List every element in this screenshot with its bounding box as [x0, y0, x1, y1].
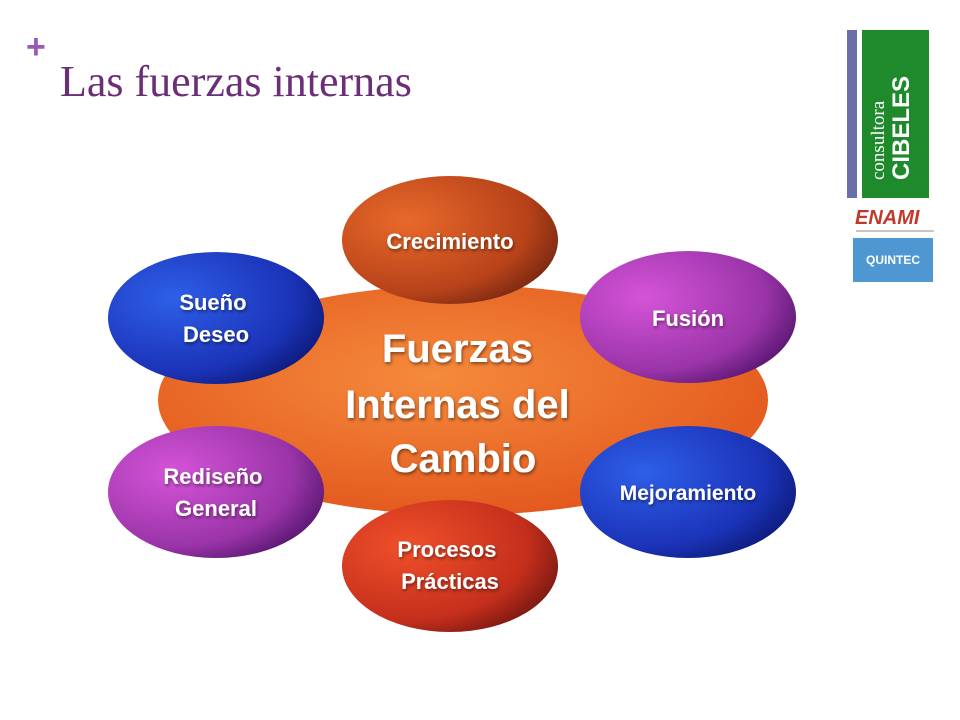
- node-rediseno: [108, 426, 324, 558]
- center-line-3: Cambio: [390, 437, 537, 481]
- node-procesos-line-1: Procesos: [397, 537, 496, 562]
- enami-logo: ENAMI: [852, 205, 936, 235]
- node-rediseno-line-2: General: [175, 496, 257, 521]
- cibeles-logo: consultora CIBELES: [847, 30, 929, 198]
- node-procesos-line-2: Prácticas: [401, 569, 499, 594]
- node-sueno-label: Sueño Deseo: [179, 290, 252, 347]
- plus-icon: +: [26, 28, 46, 66]
- node-procesos-label: Procesos Prácticas: [397, 537, 502, 594]
- node-fusion: [580, 251, 796, 383]
- center-line-2: Internas del: [345, 383, 570, 427]
- enami-logo-text: ENAMI: [855, 207, 920, 229]
- node-mejoramiento: [580, 426, 796, 558]
- enami-logo-line: [856, 230, 934, 232]
- quintec-logo: QUINTEC: [853, 238, 933, 282]
- page-title: Las fuerzas internas: [60, 57, 412, 106]
- node-crecimiento: [342, 176, 558, 304]
- node-rediseno-label: Rediseño General: [163, 464, 268, 521]
- node-procesos: [342, 500, 558, 632]
- node-rediseno-line-1: Rediseño: [163, 464, 262, 489]
- node-sueno-line-1: Sueño: [179, 290, 246, 315]
- quintec-logo-text: QUINTEC: [866, 253, 920, 267]
- node-sueno-line-2: Deseo: [183, 322, 249, 347]
- cibeles-logo-bar: [847, 30, 857, 198]
- node-crecimiento-line-1: Crecimiento: [386, 229, 513, 254]
- node-mejoramiento-label: Mejoramiento: [620, 482, 757, 505]
- node-fusion-label: Fusión: [652, 306, 724, 331]
- node-fusion-line-1: Fusión: [652, 306, 724, 331]
- center-line-1: Fuerzas: [382, 327, 533, 371]
- node-mejoramiento-line-1: Mejoramiento: [620, 482, 757, 505]
- cibeles-logo-box: [862, 30, 929, 198]
- center-label: Fuerzas Internas del Cambio: [345, 327, 581, 481]
- node-crecimiento-label: Crecimiento: [386, 229, 513, 254]
- node-sueno: [108, 252, 324, 384]
